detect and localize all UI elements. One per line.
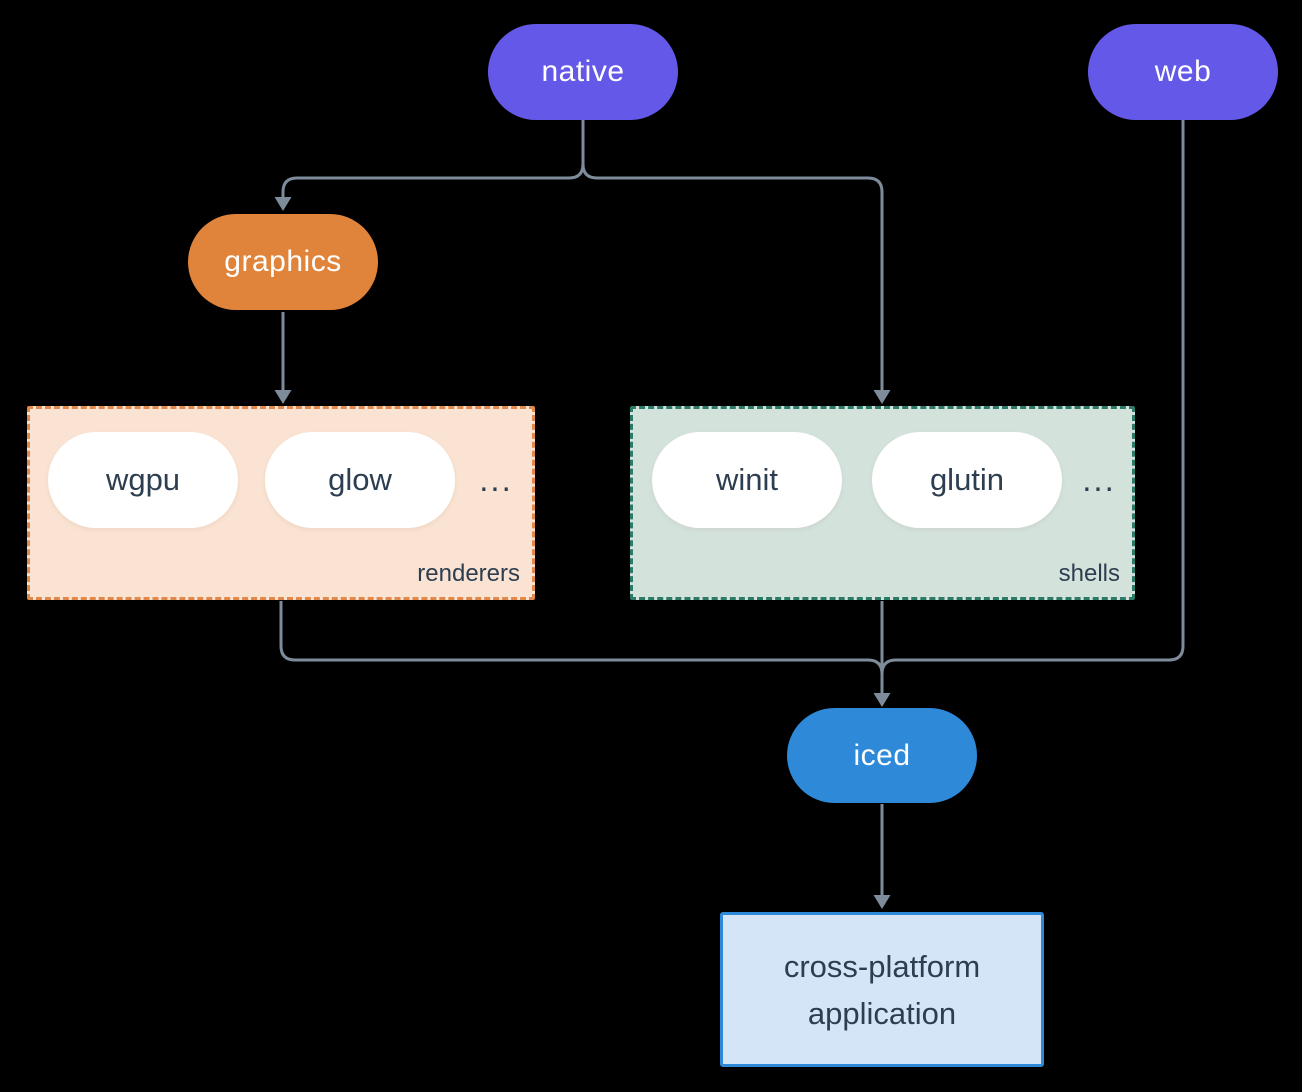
node-graphics: graphics bbox=[188, 214, 378, 310]
node-winit-label: winit bbox=[715, 462, 778, 497]
shells-ellipsis: ... bbox=[1082, 461, 1116, 498]
renderers-group-label: renderers bbox=[417, 560, 520, 587]
edge-renderers-to-iced bbox=[279, 601, 884, 675]
node-wgpu: wgpu bbox=[48, 432, 238, 528]
node-graphics-label: graphics bbox=[224, 245, 342, 278]
node-native-label: native bbox=[541, 55, 625, 88]
node-wgpu-label: wgpu bbox=[105, 462, 181, 497]
node-web-label: web bbox=[1154, 55, 1212, 88]
application-label: cross-platform application bbox=[783, 948, 981, 1031]
node-glutin-label: glutin bbox=[929, 462, 1005, 497]
edge-native-to-shells bbox=[581, 163, 884, 390]
arrowhead-renderers bbox=[274, 390, 292, 404]
arrowhead-application bbox=[873, 895, 891, 909]
renderers-ellipsis: ... bbox=[479, 461, 513, 498]
arrowhead-iced bbox=[873, 693, 891, 707]
edge-native-to-graphics bbox=[281, 120, 585, 197]
arrowhead-shells bbox=[873, 390, 891, 404]
node-glow: glow bbox=[265, 432, 455, 528]
node-glow-label: glow bbox=[328, 462, 392, 497]
node-web: web bbox=[1088, 24, 1278, 120]
node-glutin: glutin bbox=[872, 432, 1062, 528]
arrowhead-graphics bbox=[274, 197, 292, 211]
node-winit: winit bbox=[652, 432, 842, 528]
node-iced: iced bbox=[787, 708, 977, 803]
group-renderers: wgpu glow ... renderers bbox=[27, 406, 535, 600]
node-cross-platform-application: cross-platform application bbox=[720, 912, 1044, 1067]
edge-web-to-iced bbox=[880, 120, 1185, 675]
node-native: native bbox=[488, 24, 678, 120]
node-iced-label: iced bbox=[853, 738, 911, 772]
group-shells: winit glutin ... shells bbox=[630, 406, 1135, 600]
shells-group-label: shells bbox=[1058, 560, 1120, 587]
